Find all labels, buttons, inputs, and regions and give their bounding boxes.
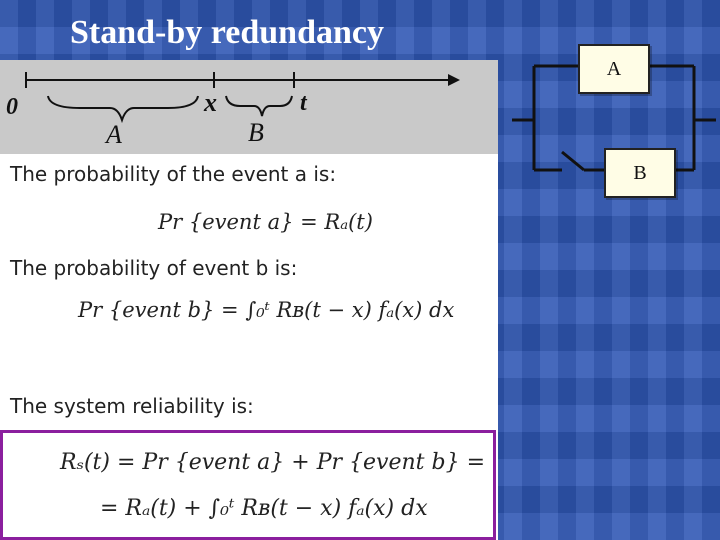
probability-b-text: The probability of event b is: xyxy=(10,256,298,280)
brace-label-b: B xyxy=(248,118,264,147)
system-reliability-text: The system reliability is: xyxy=(10,394,254,418)
timeline-arrowhead xyxy=(448,74,460,86)
standby-circuit-diagram xyxy=(512,64,716,172)
probability-a-text: The probability of the event a is: xyxy=(10,162,337,186)
brace-a xyxy=(47,95,199,124)
component-b-box: B xyxy=(604,148,676,198)
equation-event-a: Pr {event a} = Rₐ(t) xyxy=(158,210,373,234)
brace-label-a: A xyxy=(106,120,122,149)
brace-b xyxy=(225,95,293,117)
timeline-label-x: x xyxy=(204,88,217,117)
timeline-label-zero: 0 xyxy=(6,94,18,120)
timeline-diagram xyxy=(25,72,460,124)
result-box xyxy=(0,430,496,540)
component-a-box: A xyxy=(578,44,650,94)
timeline-label-t: t xyxy=(300,90,307,116)
switch xyxy=(561,150,585,172)
slide-title: Stand-by redundancy xyxy=(70,14,384,51)
equation-system-reliability: Rₛ(t) = Pr {event a} + Pr {event b} = xyxy=(60,450,486,475)
equation-event-b: Pr {event b} = ∫₀ᵗ Rʙ(t − x) fₐ(x) dx xyxy=(78,298,455,322)
equation-system-reliability-expanded: = Rₐ(t) + ∫₀ᵗ Rʙ(t − x) fₐ(x) dx xyxy=(100,496,428,521)
